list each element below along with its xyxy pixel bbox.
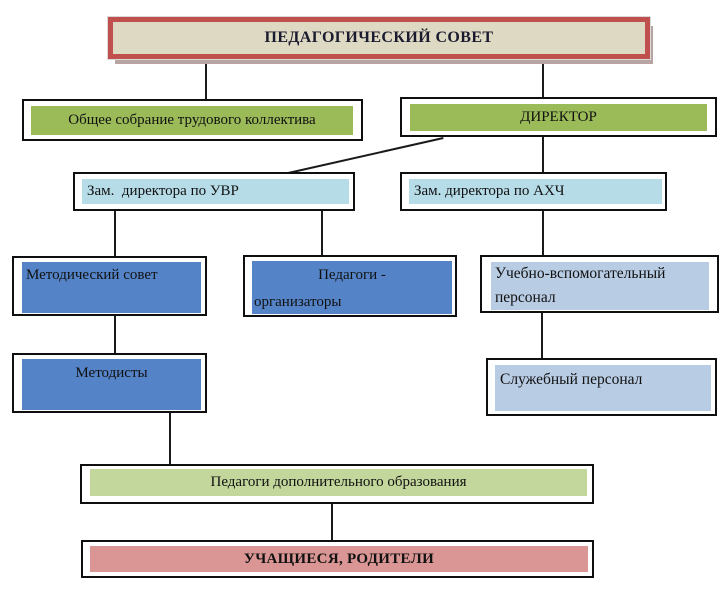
connector-title-to-obshchee [205, 59, 207, 99]
node-methodical-council-label: Методический совет [22, 262, 201, 313]
node-methodists-label: Методисты [22, 359, 201, 410]
node-pedagogical-council-label: ПЕДАГОГИЧЕСКИЙ СОВЕТ [264, 29, 494, 46]
node-pedagogical-council: ПЕДАГОГИЧЕСКИЙ СОВЕТ [108, 17, 650, 59]
node-students-parents: УЧАЩИЕСЯ, РОДИТЕЛИ [81, 540, 594, 578]
node-general-staff-assembly: Общее собрание трудового коллектива [22, 99, 363, 141]
node-service-staff-label: Служебный персонал [495, 365, 711, 411]
node-general-staff-assembly-label: Общее собрание трудового коллектива [31, 106, 353, 135]
connector-uvr-to-pedorg [321, 211, 323, 255]
connector-director-to-ahch [542, 137, 544, 172]
node-supplementary-education-teachers-label: Педагоги дополнительного образования [90, 469, 587, 496]
connector-director-to-uvr-diagonal [288, 137, 444, 174]
connector-dopobr-to-uchrod [331, 504, 333, 540]
node-deputy-director-uvr: Зам. директора по УВР [73, 172, 355, 211]
node-deputy-director-ahch: Зам. директора по АХЧ [400, 172, 667, 211]
node-deputy-director-uvr-label: Зам. директора по УВР [82, 179, 349, 204]
connector-metodisty-to-dopobr [169, 413, 171, 464]
node-educational-support-staff-label: Учебно-вспомогательный персонал [491, 262, 709, 310]
node-pedagogues-organizers-label-line1: Педагоги - [318, 267, 386, 283]
node-pedagogues-organizers-label-line2: организаторы [254, 294, 342, 310]
node-director: ДИРЕКТОР [400, 97, 717, 137]
connector-metodsovet-to-metodisty [114, 316, 116, 353]
node-pedagogues-organizers: Педагоги - организаторы [243, 255, 457, 317]
node-students-parents-label: УЧАЩИЕСЯ, РОДИТЕЛИ [90, 546, 588, 572]
node-director-label: ДИРЕКТОР [410, 104, 707, 131]
connector-uvr-to-metodsovet [114, 211, 116, 256]
connector-ahch-to-uchebno [542, 211, 544, 255]
node-methodists: Методисты [12, 353, 207, 413]
node-service-staff: Служебный персонал [486, 358, 717, 416]
connector-title-to-director [542, 59, 544, 97]
node-educational-support-staff: Учебно-вспомогательный персонал [480, 255, 719, 313]
connector-uchebno-to-sluzhebny [541, 313, 543, 358]
node-deputy-director-ahch-label: Зам. директора по АХЧ [409, 179, 662, 204]
node-methodical-council: Методический совет [12, 256, 207, 316]
node-supplementary-education-teachers: Педагоги дополнительного образования [80, 464, 594, 504]
